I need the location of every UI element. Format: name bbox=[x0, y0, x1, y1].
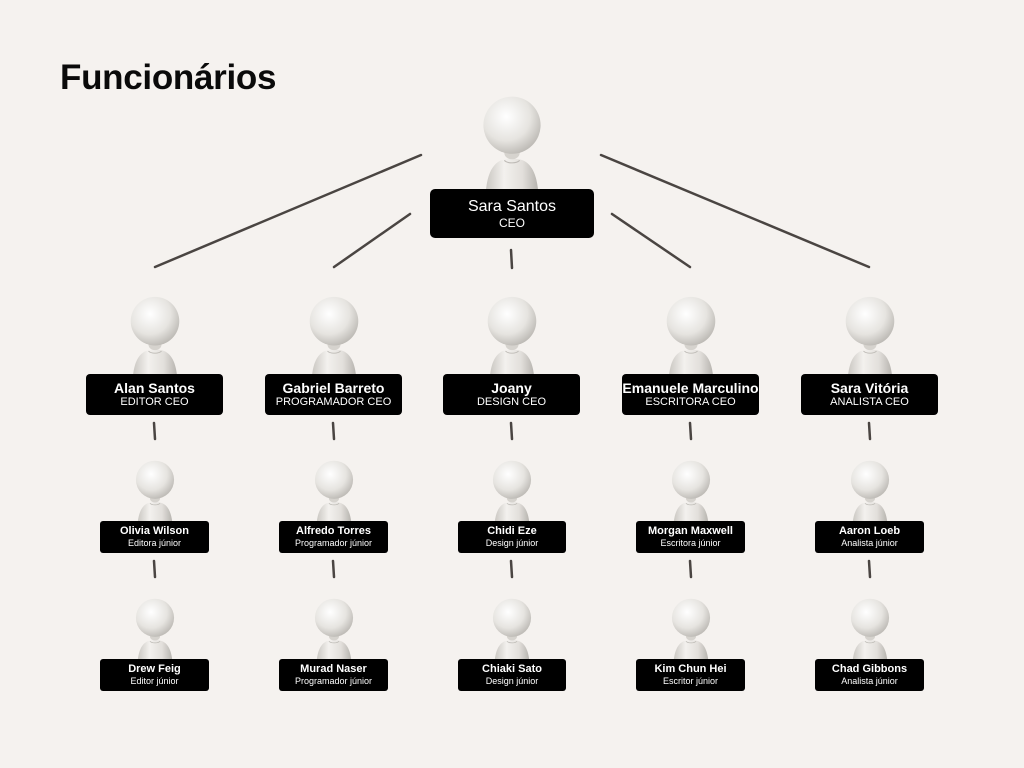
org-node-junior: Chidi Eze Design júnior bbox=[458, 460, 566, 553]
person-figure-icon bbox=[484, 296, 540, 380]
person-figure-icon bbox=[133, 460, 177, 526]
node-label: Olivia Wilson Editora júnior bbox=[100, 521, 209, 553]
person-figure-icon bbox=[842, 296, 898, 380]
person-figure-icon bbox=[306, 296, 362, 380]
person-figure-icon bbox=[133, 598, 177, 664]
node-name: Murad Naser bbox=[300, 663, 367, 675]
node-role: EDITOR CEO bbox=[120, 396, 189, 408]
connector-manager-junior-1 bbox=[152, 421, 157, 441]
node-label: Morgan Maxwell Escritora júnior bbox=[636, 521, 745, 553]
node-name: Aaron Loeb bbox=[838, 525, 901, 537]
node-role: Programador júnior bbox=[294, 676, 373, 686]
person-figure-icon bbox=[312, 460, 356, 526]
connector-ceo-manager-5 bbox=[599, 153, 871, 269]
person-figure-icon bbox=[848, 460, 892, 526]
node-role: Editor júnior bbox=[130, 676, 179, 686]
person-figure-icon bbox=[663, 296, 719, 380]
connector-manager-junior-4 bbox=[688, 421, 693, 441]
node-role: ANALISTA CEO bbox=[830, 396, 909, 408]
node-label: Chidi Eze Design júnior bbox=[458, 521, 566, 553]
node-label: Chad Gibbons Analista júnior bbox=[815, 659, 924, 691]
connector-junior-junior-2 bbox=[331, 559, 336, 579]
node-role: Analista júnior bbox=[841, 676, 898, 686]
node-label: Emanuele Marculino ESCRITORA CEO bbox=[622, 374, 759, 415]
node-role: Design júnior bbox=[485, 676, 539, 686]
person-figure-icon bbox=[312, 598, 356, 664]
node-label: Alfredo Torres Programador júnior bbox=[279, 521, 388, 553]
org-node-junior: Kim Chun Hei Escritor júnior bbox=[636, 598, 745, 691]
node-name: Morgan Maxwell bbox=[648, 525, 733, 537]
connector-junior-junior-4 bbox=[688, 559, 693, 579]
node-label: Sara Santos CEO bbox=[430, 189, 594, 238]
person-figure-icon bbox=[669, 598, 713, 664]
org-node-junior: Chad Gibbons Analista júnior bbox=[815, 598, 924, 691]
node-role: Escritora júnior bbox=[660, 538, 721, 548]
org-node-junior: Morgan Maxwell Escritora júnior bbox=[636, 460, 745, 553]
connector-manager-junior-5 bbox=[867, 421, 872, 441]
node-label: Chiaki Sato Design júnior bbox=[458, 659, 566, 691]
node-label: Murad Naser Programador júnior bbox=[279, 659, 388, 691]
node-role: Programador júnior bbox=[294, 538, 373, 548]
connector-manager-junior-2 bbox=[331, 421, 336, 441]
person-figure-icon bbox=[848, 598, 892, 664]
person-figure-icon bbox=[127, 296, 183, 380]
connector-manager-junior-3 bbox=[509, 421, 514, 441]
org-node-manager: Sara Vitória ANALISTA CEO bbox=[801, 296, 938, 416]
node-label: Alan Santos EDITOR CEO bbox=[86, 374, 223, 415]
person-figure-icon bbox=[490, 460, 534, 526]
node-name: Sara Santos bbox=[467, 198, 557, 215]
node-name: Emanuele Marculino bbox=[622, 380, 759, 396]
org-node-junior: Drew Feig Editor júnior bbox=[100, 598, 209, 691]
node-label: Drew Feig Editor júnior bbox=[100, 659, 209, 691]
node-label: Sara Vitória ANALISTA CEO bbox=[801, 374, 938, 415]
node-name: Alfredo Torres bbox=[296, 525, 371, 537]
org-node-manager: Joany DESIGN CEO bbox=[443, 296, 580, 416]
connector-junior-junior-1 bbox=[152, 559, 157, 579]
connector-ceo-manager-4 bbox=[610, 212, 692, 269]
node-name: Kim Chun Hei bbox=[654, 663, 727, 675]
node-name: Chad Gibbons bbox=[831, 663, 908, 675]
node-role: DESIGN CEO bbox=[476, 396, 547, 408]
node-name: Drew Feig bbox=[128, 663, 181, 675]
node-role: Design júnior bbox=[485, 538, 539, 548]
node-name: Chiaki Sato bbox=[482, 663, 542, 675]
org-node-ceo: Sara Santos CEO bbox=[430, 95, 594, 239]
org-node-manager: Gabriel Barreto PROGRAMADOR CEO bbox=[265, 296, 402, 416]
node-name: Olivia Wilson bbox=[120, 525, 189, 537]
node-role: Escritor júnior bbox=[662, 676, 718, 686]
node-name: Chidi Eze bbox=[487, 525, 537, 537]
node-role: PROGRAMADOR CEO bbox=[275, 396, 392, 408]
person-figure-icon bbox=[490, 598, 534, 664]
connector-ceo-manager-3 bbox=[509, 248, 514, 270]
node-name: Gabriel Barreto bbox=[282, 380, 385, 396]
node-role: CEO bbox=[498, 216, 525, 230]
org-node-junior: Olivia Wilson Editora júnior bbox=[100, 460, 209, 553]
org-node-manager: Emanuele Marculino ESCRITORA CEO bbox=[622, 296, 759, 416]
node-name: Joany bbox=[491, 380, 532, 396]
node-role: Editora júnior bbox=[127, 538, 182, 548]
person-figure-icon bbox=[669, 460, 713, 526]
node-label: Joany DESIGN CEO bbox=[443, 374, 580, 415]
org-node-junior: Murad Naser Programador júnior bbox=[279, 598, 388, 691]
org-node-junior: Aaron Loeb Analista júnior bbox=[815, 460, 924, 553]
person-figure-icon bbox=[479, 95, 545, 195]
connector-junior-junior-3 bbox=[509, 559, 514, 579]
connector-ceo-manager-1 bbox=[153, 153, 423, 269]
node-name: Alan Santos bbox=[114, 380, 195, 396]
connector-ceo-manager-2 bbox=[332, 212, 412, 269]
org-node-manager: Alan Santos EDITOR CEO bbox=[86, 296, 223, 416]
connector-junior-junior-5 bbox=[867, 559, 872, 579]
org-node-junior: Chiaki Sato Design júnior bbox=[458, 598, 566, 691]
node-role: Analista júnior bbox=[841, 538, 898, 548]
org-node-junior: Alfredo Torres Programador júnior bbox=[279, 460, 388, 553]
page-title: Funcionários bbox=[60, 58, 277, 97]
node-label: Kim Chun Hei Escritor júnior bbox=[636, 659, 745, 691]
node-role: ESCRITORA CEO bbox=[645, 396, 736, 408]
node-name: Sara Vitória bbox=[830, 380, 909, 396]
node-label: Aaron Loeb Analista júnior bbox=[815, 521, 924, 553]
node-label: Gabriel Barreto PROGRAMADOR CEO bbox=[265, 374, 402, 415]
